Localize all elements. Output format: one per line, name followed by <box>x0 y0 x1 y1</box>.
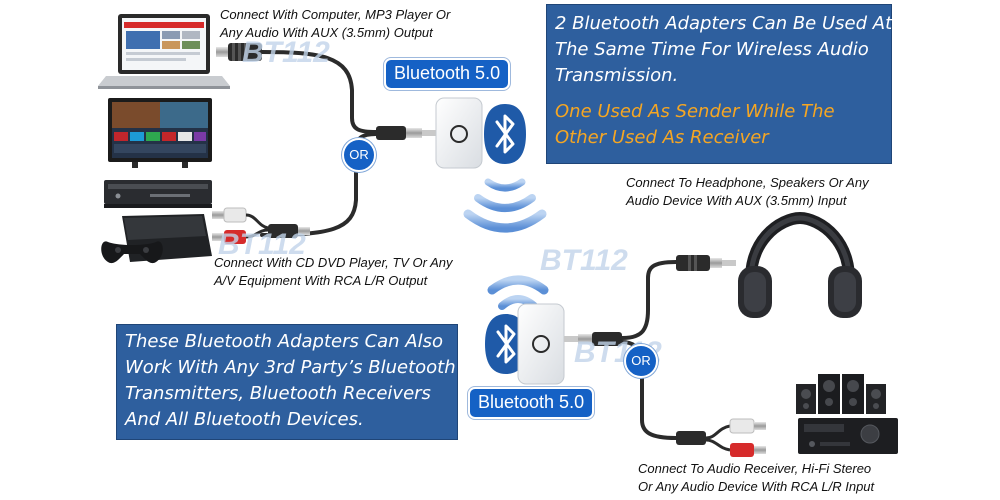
headphones-icon <box>738 211 862 318</box>
bluetooth-version-label: Bluetooth 5.0 <box>384 58 511 90</box>
aux-plug-icon <box>564 332 622 346</box>
rca-plug-icon <box>212 207 310 244</box>
panel-line: The Same Time For Wireless Audio <box>555 39 869 60</box>
panel-line: 2 Bluetooth Adapters Can Be Used At <box>555 13 893 34</box>
speakers-icon <box>796 374 886 414</box>
caption-rca-input: Connect With CD DVD Player, TV Or Any A/… <box>214 255 453 288</box>
panel-line: These Bluetooth Adapters Can Also <box>125 331 444 352</box>
tv-icon <box>108 98 212 168</box>
panel-line: Transmission. <box>555 65 679 86</box>
wireless-waves-icon <box>463 178 547 233</box>
panel-line-highlight: Other Used As Receiver <box>555 127 769 148</box>
dvd-player-icon <box>104 180 212 208</box>
bluetooth-adapter-icon <box>517 303 565 385</box>
or-badge: OR <box>342 138 376 172</box>
panel-line: And All Bluetooth Devices. <box>125 409 364 430</box>
info-panel-dual-use: 2 Bluetooth Adapters Can Be Used At The … <box>546 4 892 164</box>
bluetooth-logo-icon <box>484 104 526 164</box>
wireless-waves-icon <box>487 275 549 310</box>
panel-line: Transmitters, Bluetooth Receivers <box>125 383 431 404</box>
caption-computer-input: Connect With Computer, MP3 Player Or Any… <box>220 7 451 40</box>
caption-rca-output: Connect To Audio Receiver, Hi-Fi Stereo … <box>638 461 875 494</box>
info-panel-compatibility: These Bluetooth Adapters Can Also Work W… <box>116 324 458 440</box>
bluetooth-version-label: Bluetooth 5.0 <box>468 387 595 419</box>
panel-line: Work With Any 3rd Party’s Bluetooth <box>125 357 456 378</box>
laptop-icon <box>98 14 230 89</box>
rca-plug-icon <box>676 418 766 457</box>
bluetooth-adapter-icon <box>435 97 483 169</box>
aux-plug-icon <box>216 43 262 61</box>
aux-plug-icon <box>376 126 436 140</box>
panel-line-highlight: One Used As Sender While The <box>555 101 835 122</box>
or-badge: OR <box>624 344 658 378</box>
bluetooth-logo-icon <box>485 314 527 374</box>
game-console-icon <box>101 214 212 264</box>
caption-headphone-output: Connect To Headphone, Speakers Or Any Au… <box>626 175 869 208</box>
output-cable <box>620 260 678 440</box>
watermark: BT112 <box>218 228 306 261</box>
watermark: BT112 <box>540 244 628 277</box>
watermark: BT112 <box>242 36 330 69</box>
av-receiver-icon <box>798 418 898 454</box>
aux-plug-icon <box>676 255 736 271</box>
